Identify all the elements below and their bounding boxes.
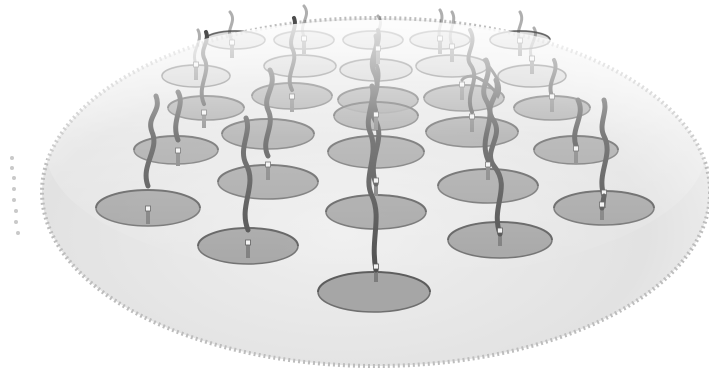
dot-column	[10, 156, 20, 235]
disc-top-fade	[46, 20, 706, 280]
